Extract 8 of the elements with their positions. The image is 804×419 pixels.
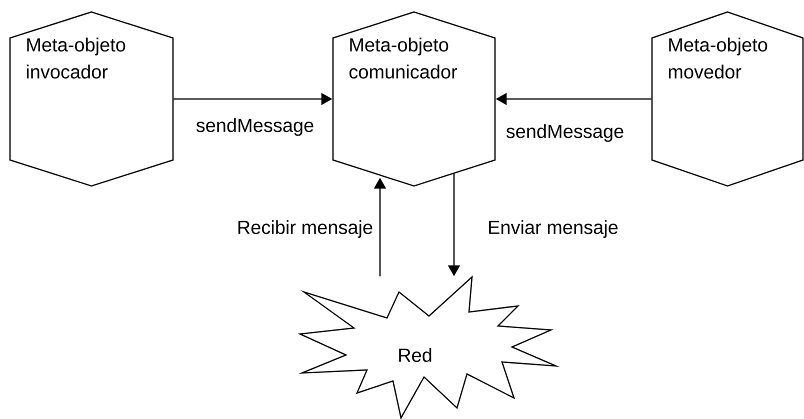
- edge-label: Enviar mensaje: [486, 219, 620, 239]
- edge-label: sendMessage: [504, 123, 626, 143]
- hexagon: Meta-objeto movedor: [651, 11, 804, 187]
- starburst: Red: [298, 275, 560, 419]
- hexagon: Meta-objeto comunicador: [332, 11, 496, 187]
- edge-label: Recibir mensaje: [236, 219, 374, 239]
- edge-label: sendMessage: [194, 117, 316, 137]
- hexagon: Meta-objeto invocador: [9, 11, 174, 187]
